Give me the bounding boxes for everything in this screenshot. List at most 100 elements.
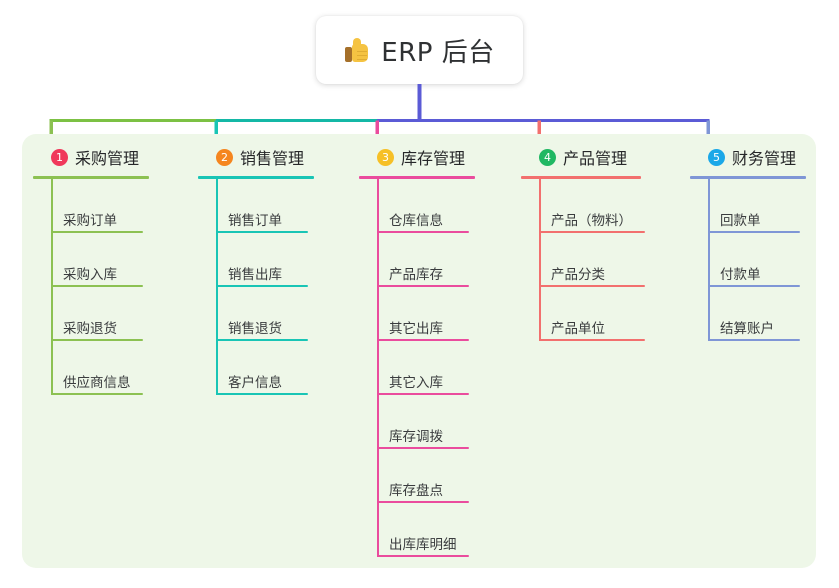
list-item-rule	[377, 393, 469, 395]
list-item[interactable]: 供应商信息	[33, 341, 183, 395]
column-badge-1: 1	[51, 148, 68, 166]
list-item[interactable]: 销售订单	[198, 179, 348, 233]
column-title-2: 销售管理	[240, 149, 305, 168]
list-item-label: 其它出库	[389, 321, 443, 337]
list-item-label: 库存盘点	[389, 483, 443, 499]
column-items-3: 仓库信息产品库存其它出库其它入库库存调拨库存盘点出库库明细	[359, 179, 509, 557]
list-item-rule	[377, 285, 469, 287]
list-item-rule	[216, 393, 308, 395]
list-item-rule	[377, 501, 469, 503]
list-item-rule	[216, 285, 308, 287]
list-item-label: 采购退货	[63, 321, 117, 337]
thumbs-up-icon	[344, 37, 370, 63]
list-item[interactable]: 出库库明细	[359, 503, 509, 557]
list-item-label: 销售订单	[228, 213, 282, 229]
list-item-label: 产品分类	[551, 267, 605, 283]
list-item-rule	[539, 231, 645, 233]
list-item-label: 销售退货	[228, 321, 282, 337]
column-items-1: 采购订单采购入库采购退货供应商信息	[33, 179, 183, 395]
diagram-panel	[22, 134, 816, 568]
list-item-label: 其它入库	[389, 375, 443, 391]
column-badge-3: 3	[377, 148, 394, 166]
list-item-label: 采购订单	[63, 213, 117, 229]
column-header-3[interactable]: 3 库存管理	[359, 144, 509, 170]
list-item-rule	[708, 339, 800, 341]
list-item-rule	[51, 393, 143, 395]
column-spine-3	[377, 179, 379, 557]
list-item-rule	[377, 339, 469, 341]
list-item-rule	[377, 231, 469, 233]
column-title-4: 产品管理	[563, 149, 628, 168]
column-title-5: 财务管理	[732, 149, 797, 168]
column-header-2[interactable]: 2 销售管理	[198, 144, 348, 170]
list-item-rule	[377, 555, 469, 557]
column-header-rule-2	[198, 176, 314, 179]
column-badge-4: 4	[539, 148, 556, 166]
list-item-label: 回款单	[720, 213, 761, 229]
list-item-label: 库存调拨	[389, 429, 443, 445]
list-item[interactable]: 采购订单	[33, 179, 183, 233]
list-item-rule	[216, 339, 308, 341]
list-item-rule	[539, 339, 645, 341]
list-item[interactable]: 仓库信息	[359, 179, 509, 233]
list-item[interactable]: 付款单	[690, 233, 839, 287]
list-item-rule	[51, 285, 143, 287]
list-item-label: 付款单	[720, 267, 761, 283]
list-item-label: 产品库存	[389, 267, 443, 283]
list-item-rule	[51, 339, 143, 341]
column-header-rule-3	[359, 176, 475, 179]
list-item[interactable]: 客户信息	[198, 341, 348, 395]
list-item-rule	[377, 447, 469, 449]
column-items-2: 销售订单销售出库销售退货客户信息	[198, 179, 348, 395]
list-item[interactable]: 产品（物料）	[521, 179, 681, 233]
column-spine-2	[216, 179, 218, 395]
list-item[interactable]: 结算账户	[690, 287, 839, 341]
column-header-4[interactable]: 4 产品管理	[521, 144, 681, 170]
list-item-rule	[539, 285, 645, 287]
list-item-label: 结算账户	[720, 321, 774, 337]
list-item[interactable]: 采购入库	[33, 233, 183, 287]
column-4: 4 产品管理产品（物料） 产品分类产品单位	[521, 144, 681, 341]
list-item-label: 产品单位	[551, 321, 605, 337]
list-item[interactable]: 产品库存	[359, 233, 509, 287]
column-header-rule-1	[33, 176, 149, 179]
list-item[interactable]: 产品分类	[521, 233, 681, 287]
list-item[interactable]: 回款单	[690, 179, 839, 233]
column-3: 3 库存管理仓库信息产品库存其它出库其它入库库存调拨库存盘点出库库明细	[359, 144, 509, 557]
column-header-rule-4	[521, 176, 641, 179]
list-item-label: 仓库信息	[389, 213, 443, 229]
list-item[interactable]: 其它入库	[359, 341, 509, 395]
list-item-label: 出库库明细	[389, 537, 457, 553]
root-node-title: ERP 后台	[381, 37, 495, 68]
column-spine-4	[539, 179, 541, 341]
list-item-rule	[51, 231, 143, 233]
list-item-rule	[708, 231, 800, 233]
column-spine-5	[708, 179, 710, 341]
column-spine-1	[51, 179, 53, 395]
column-items-5: 回款单付款单结算账户	[690, 179, 839, 341]
list-item[interactable]: 库存盘点	[359, 449, 509, 503]
list-item-rule	[216, 231, 308, 233]
column-title-3: 库存管理	[401, 149, 466, 168]
list-item-label: 产品（物料）	[551, 213, 632, 229]
list-item-label: 采购入库	[63, 267, 117, 283]
list-item-label: 客户信息	[228, 375, 282, 391]
list-item[interactable]: 库存调拨	[359, 395, 509, 449]
column-badge-2: 2	[216, 148, 233, 166]
list-item-label: 供应商信息	[63, 375, 131, 391]
list-item[interactable]: 销售退货	[198, 287, 348, 341]
root-node-card[interactable]: ERP 后台	[316, 16, 523, 84]
list-item[interactable]: 产品单位	[521, 287, 681, 341]
column-2: 2 销售管理销售订单销售出库销售退货客户信息	[198, 144, 348, 395]
list-item[interactable]: 采购退货	[33, 287, 183, 341]
list-item-label: 销售出库	[228, 267, 282, 283]
list-item[interactable]: 其它出库	[359, 287, 509, 341]
column-badge-5: 5	[708, 148, 725, 166]
column-items-4: 产品（物料） 产品分类产品单位	[521, 179, 681, 341]
column-header-rule-5	[690, 176, 806, 179]
list-item[interactable]: 销售出库	[198, 233, 348, 287]
column-header-5[interactable]: 5 财务管理	[690, 144, 839, 170]
